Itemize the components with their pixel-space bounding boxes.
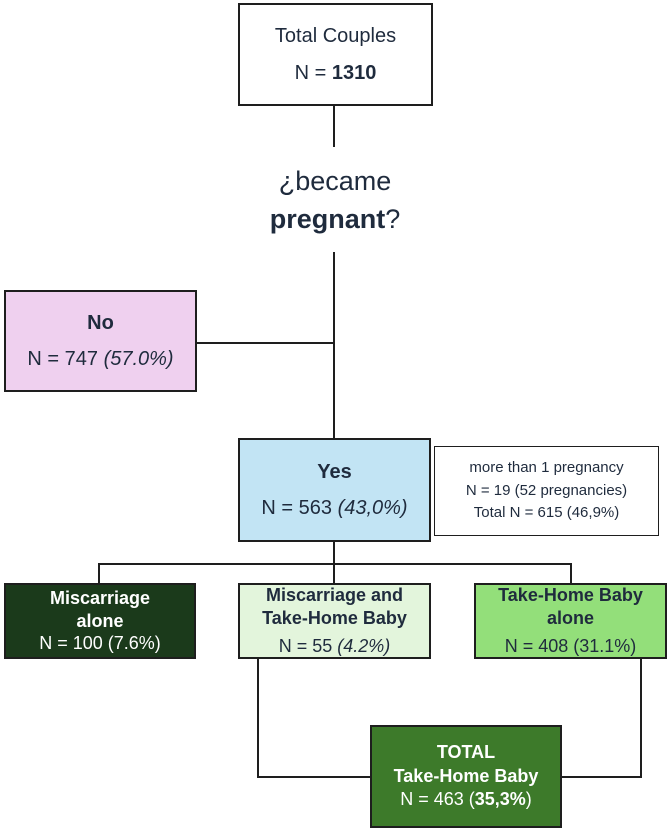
connector-no-branch (196, 342, 335, 344)
total-couples-count: N = 1310 (294, 61, 377, 84)
note-line-1: more than 1 pregnancy (469, 459, 624, 477)
connector-right-to-total-v (640, 657, 642, 778)
connector-yes-down (333, 541, 335, 565)
connector-left-drop (98, 563, 100, 584)
connector-right-to-total-h (560, 776, 642, 778)
yes-count: N = 563 (43,0%) (261, 497, 408, 519)
total-couples-box: Total Couples N = 1310 (238, 3, 433, 106)
question-text: ¿became pregnant? (269, 166, 401, 234)
baby-alone-title-2: alone (546, 607, 594, 628)
total-baby-count: N = 463 (35,3%) (400, 789, 532, 810)
no-count: N = 747 (57.0%) (27, 348, 174, 370)
connector-question-to-yes (333, 252, 335, 439)
yes-box: Yes N = 563 (43,0%) (238, 438, 431, 542)
connector-total-to-question (333, 105, 335, 147)
miscarriage-alone-title-2: alone (76, 610, 124, 631)
connector-split-horizontal (98, 563, 572, 565)
miscarriage-and-baby-title-2: Take-Home Baby (262, 607, 407, 628)
baby-alone-box: Take-Home Baby alone N = 408 (31.1%) (474, 583, 667, 659)
miscarriage-alone-title-1: Miscarriage (49, 588, 151, 609)
note-line-2: N = 19 (52 pregnancies) (465, 481, 628, 499)
no-box: No N = 747 (57.0%) (4, 290, 197, 392)
no-title: No (87, 312, 114, 334)
connector-center-to-total-h (257, 776, 372, 778)
miscarriage-and-baby-title-1: Miscarriage and (265, 585, 404, 606)
miscarriage-alone-count: N = 100 (7.6%) (39, 633, 161, 654)
multiple-pregnancy-note: more than 1 pregnancy N = 19 (52 pregnan… (434, 446, 659, 536)
connector-center-drop (333, 563, 335, 584)
connector-center-to-total-v (257, 657, 259, 778)
note-line-3: Total N = 615 (46,9%) (473, 504, 620, 522)
baby-alone-title-1: Take-Home Baby (498, 585, 643, 606)
miscarriage-and-baby-box: Miscarriage and Take-Home Baby N = 55 (4… (238, 583, 431, 659)
total-couples-label: Total Couples (274, 25, 397, 48)
total-baby-box: TOTAL Take-Home Baby N = 463 (35,3%) (370, 725, 562, 828)
connector-right-drop (570, 563, 572, 584)
total-baby-title-1: TOTAL (436, 742, 496, 763)
yes-title: Yes (317, 461, 352, 483)
total-baby-title-2: Take-Home Baby (393, 765, 539, 786)
miscarriage-alone-box: Miscarriage alone N = 100 (7.6%) (4, 583, 196, 659)
miscarriage-and-baby-count: N = 55 (4.2%) (278, 636, 391, 657)
baby-alone-count: N = 408 (31.1%) (504, 636, 637, 657)
